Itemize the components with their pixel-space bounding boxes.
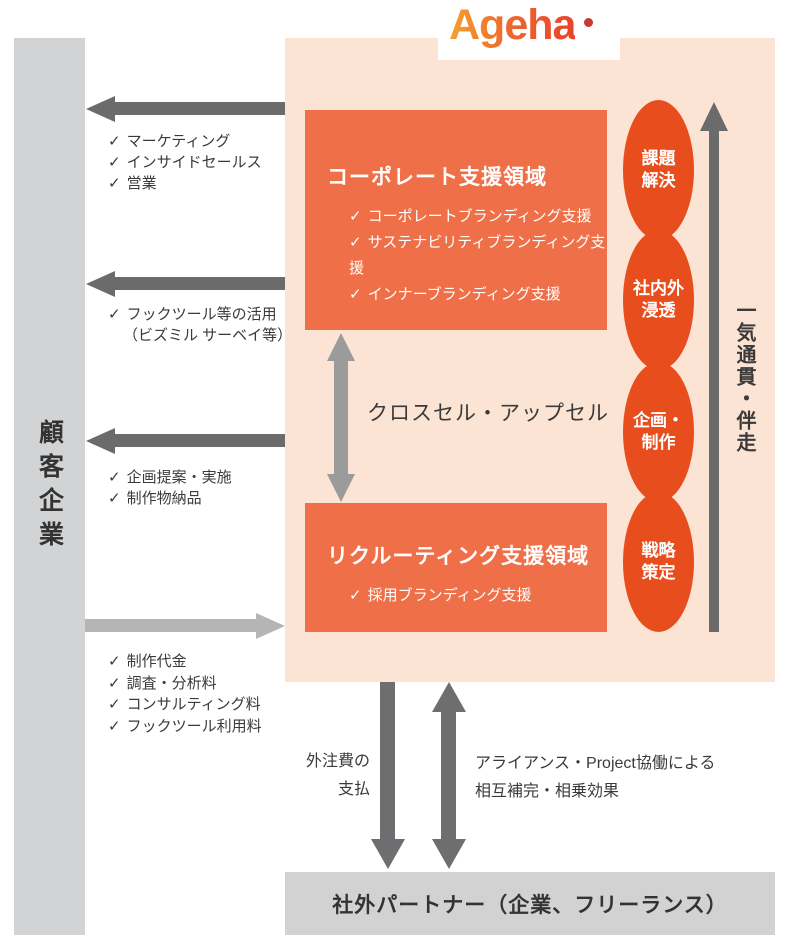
alliance-label: アライアンス・Project協働による 相互補完・相乗効果 — [475, 755, 716, 800]
check-icon: ✓ — [349, 587, 362, 604]
recruiting-support-box: リクルーティング支援領域 ✓採用ブランディング支援 — [305, 503, 607, 632]
list-item: ✓制作代金 — [108, 653, 187, 670]
ageha-logo: Ageha — [449, 1, 576, 49]
recruiting-box-items: ✓採用ブランディング支援 — [305, 583, 607, 609]
list-item: ✓採用ブランディング支援 — [349, 587, 532, 604]
process-step-ellipse: 課題 解決 — [623, 100, 694, 240]
flow-list-planning: ✓企画提案・実施 ✓制作物納品 — [108, 467, 232, 509]
list-item: ✓調査・分析料 — [108, 674, 217, 692]
check-icon: ✓ — [108, 154, 121, 171]
flow-arrow-to-customer-2 — [86, 270, 285, 297]
list-item: ✓インナーブランディング支援 — [349, 286, 561, 303]
cross-sell-label: クロスセル・アップセル — [367, 402, 609, 425]
partner-bar: 社外パートナー（企業、フリーランス） — [285, 872, 775, 935]
check-icon: ✓ — [108, 674, 121, 692]
check-icon: ✓ — [349, 286, 362, 303]
list-item: ✓営業 — [108, 175, 157, 192]
check-icon: ✓ — [349, 234, 362, 251]
list-item: ✓制作物納品 — [108, 490, 202, 507]
one-stop-up-arrow — [700, 102, 728, 632]
list-item: ✓企画提案・実施 — [108, 469, 232, 486]
flow-arrow-to-customer-1 — [86, 95, 285, 122]
check-icon: ✓ — [108, 175, 121, 192]
logo-backdrop — [438, 38, 620, 60]
flow-arrow-to-customer-3 — [86, 427, 285, 454]
list-item: ✓フックツール等の活用 — [108, 306, 277, 323]
list-item: ✓サステナビリティブランディング支援 — [349, 234, 606, 277]
check-icon: ✓ — [108, 469, 121, 486]
process-step-ellipse: 社内外 浸透 — [623, 230, 694, 370]
check-icon: ✓ — [108, 490, 121, 507]
process-step-ellipse: 企画・ 制作 — [623, 362, 694, 502]
check-icon: ✓ — [108, 717, 121, 735]
list-item: ✓フックツール利用料 — [108, 717, 262, 735]
corporate-box-title: コーポレート支援領域 — [327, 166, 547, 189]
check-icon: ✓ — [108, 696, 121, 713]
check-icon: ✓ — [349, 208, 362, 225]
check-icon: ✓ — [108, 653, 121, 670]
list-item: ✓コーポレートブランディング支援 — [349, 208, 592, 225]
list-item: ✓マーケティング — [108, 133, 231, 150]
recruiting-box-title: リクルーティング支援領域 — [327, 545, 590, 568]
cross-sell-double-arrow — [327, 333, 355, 502]
flow-list-marketing: ✓マーケティング ✓インサイドセールス ✓営業 — [108, 131, 262, 194]
process-step-ellipse: 戦略 策定 — [623, 492, 694, 632]
list-item-note: （ビズミル サーベイ等） — [123, 327, 293, 344]
logo-dot-icon — [584, 18, 593, 27]
payment-down-arrow — [370, 682, 405, 869]
customer-bar: 顧客企業 — [14, 38, 85, 935]
one-stop-label: 一気通貫・伴走 — [733, 300, 755, 454]
corporate-support-box: コーポレート支援領域 ✓コーポレートブランディング支援 ✓サステナビリティブラン… — [305, 110, 607, 330]
list-item: ✓コンサルティング料 — [108, 696, 261, 713]
list-item: ✓インサイドセールス — [108, 154, 262, 171]
flow-list-fees: ✓制作代金 ✓調査・分析料 ✓コンサルティング料 ✓フックツール利用料 — [108, 651, 262, 737]
customer-bar-label: 顧客企業 — [35, 418, 64, 555]
corporate-box-items: ✓コーポレートブランディング支援 ✓サステナビリティブランディング支援 ✓インナ… — [305, 204, 607, 308]
flow-list-hook-tools: ✓フックツール等の活用 （ビズミル サーベイ等） — [108, 304, 292, 346]
flow-arrow-to-ageha — [85, 612, 285, 639]
payment-label: 外注費の 支払 — [305, 753, 370, 798]
partner-bar-label: 社外パートナー（企業、フリーランス） — [332, 893, 728, 917]
check-icon: ✓ — [108, 133, 121, 150]
check-icon: ✓ — [108, 306, 121, 323]
alliance-double-arrow — [431, 682, 466, 869]
